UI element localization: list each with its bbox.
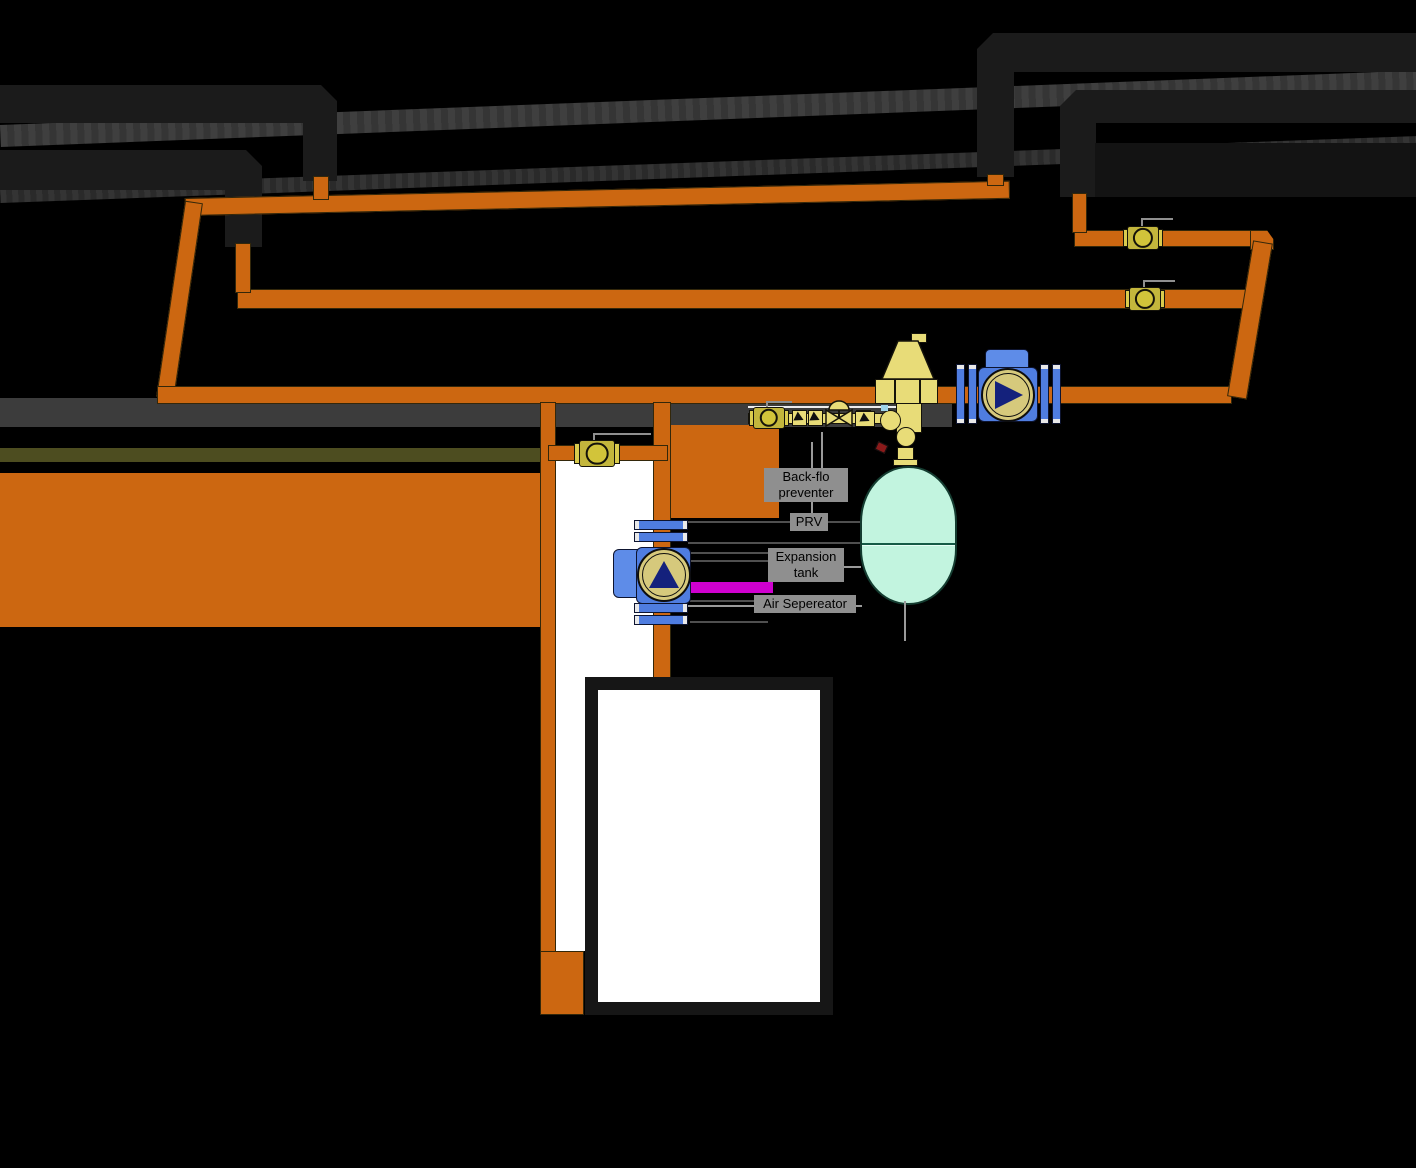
label-text: Back-flo: [782, 469, 830, 484]
valve-ball: [759, 408, 779, 428]
check-valve-icon: [808, 410, 823, 426]
label-text: preventer: [778, 485, 834, 500]
tank-fitting-flange: [893, 459, 918, 466]
blue-tick-artifact: [881, 405, 888, 411]
pump-flange: [634, 603, 688, 613]
air-separator-cone: [881, 340, 935, 380]
artifact-line: [688, 560, 778, 562]
label-text: Air Sepereator: [763, 596, 847, 611]
pump-flange: [1052, 364, 1061, 424]
pump-flange: [968, 364, 977, 424]
feed-valve-round: [880, 410, 901, 431]
right-orange-block: [666, 425, 779, 518]
valve-handle-icon: [1141, 219, 1143, 227]
main-line: [157, 386, 1232, 404]
boiler-return-base: [540, 951, 584, 1015]
valve-ball: [585, 442, 609, 465]
label-prv: PRV: [790, 513, 828, 531]
valve-handle-icon: [1143, 281, 1145, 288]
valve-handle-icon: [593, 434, 595, 441]
valve-flange: [784, 409, 789, 427]
pump-flange: [1040, 364, 1049, 424]
arrow-icon: [859, 413, 871, 426]
olive-band: [0, 448, 540, 462]
artifact-line: [690, 621, 768, 623]
label-expansion-tank: Expansion tank: [768, 548, 844, 582]
expansion-tank-seam: [862, 543, 955, 546]
valve-flange: [749, 409, 754, 427]
leader-backflo: [821, 432, 823, 470]
valve-flange: [1125, 289, 1130, 309]
expansion-tank: [860, 466, 957, 605]
artifact-line: [690, 600, 768, 602]
valve-handle-icon: [1141, 218, 1173, 220]
drain-valve: [874, 441, 889, 454]
arrow-icon: [809, 412, 821, 425]
stub-right-2: [1072, 193, 1087, 233]
lower-return-line: [237, 289, 1257, 309]
valve-flange: [1158, 228, 1163, 248]
right-top-segment: [1074, 230, 1266, 247]
artifact-line: [688, 521, 863, 523]
stub-right-1: [987, 174, 1004, 186]
valve-handle-icon: [766, 401, 792, 403]
magenta-artifact-bar: [688, 582, 773, 593]
pump-flange: [634, 532, 688, 542]
valve-flange: [1160, 289, 1165, 309]
white-chase-lower: [556, 677, 585, 951]
zone-valve-2: [1125, 280, 1175, 311]
label-text: Expansion: [775, 549, 837, 564]
valve-flange: [1123, 228, 1128, 248]
feed-valve-round: [896, 427, 916, 447]
air-separator-flange: [875, 379, 938, 404]
makeup-highlight-line: [748, 406, 900, 408]
valve-handle-icon: [593, 433, 651, 435]
valve-handle-icon: [766, 402, 768, 408]
black-pipe-right-3: [1095, 143, 1416, 197]
valve-ball: [1132, 227, 1154, 249]
prv-valve-icon: [825, 400, 853, 428]
valve-ball: [1134, 288, 1156, 310]
tank-drain-line: [904, 601, 906, 641]
left-riser-diagonal: [156, 200, 203, 400]
zone-valve-1: [1123, 218, 1173, 250]
boiler: [585, 677, 833, 1015]
leader-expansion: [843, 566, 861, 568]
pump-flange: [634, 615, 688, 625]
check-valve-icon: [855, 411, 875, 427]
label-air-separator: Air Sepereator: [754, 595, 856, 613]
valve-handle-icon: [1143, 280, 1175, 282]
label-backflo-preventer: Back-flo preventer: [764, 468, 848, 502]
boiler-return-drop: [540, 402, 556, 953]
left-orange-block: [0, 473, 540, 627]
stub-left-2: [235, 243, 251, 293]
artifact-line: [688, 542, 863, 544]
arrow-icon: [793, 412, 805, 425]
makeup-ball-valve: [749, 401, 792, 429]
check-valve-icon: [792, 410, 807, 426]
valve-flange: [614, 443, 620, 464]
label-text: PRV: [795, 514, 823, 529]
bypass-valve: [574, 433, 651, 467]
label-text: tank: [793, 565, 819, 580]
stub-left-1: [313, 176, 329, 200]
artifact-line: [688, 552, 778, 554]
pump-flange: [634, 520, 688, 530]
right-slant-riser: [1227, 240, 1273, 400]
pump-flange: [956, 364, 965, 424]
